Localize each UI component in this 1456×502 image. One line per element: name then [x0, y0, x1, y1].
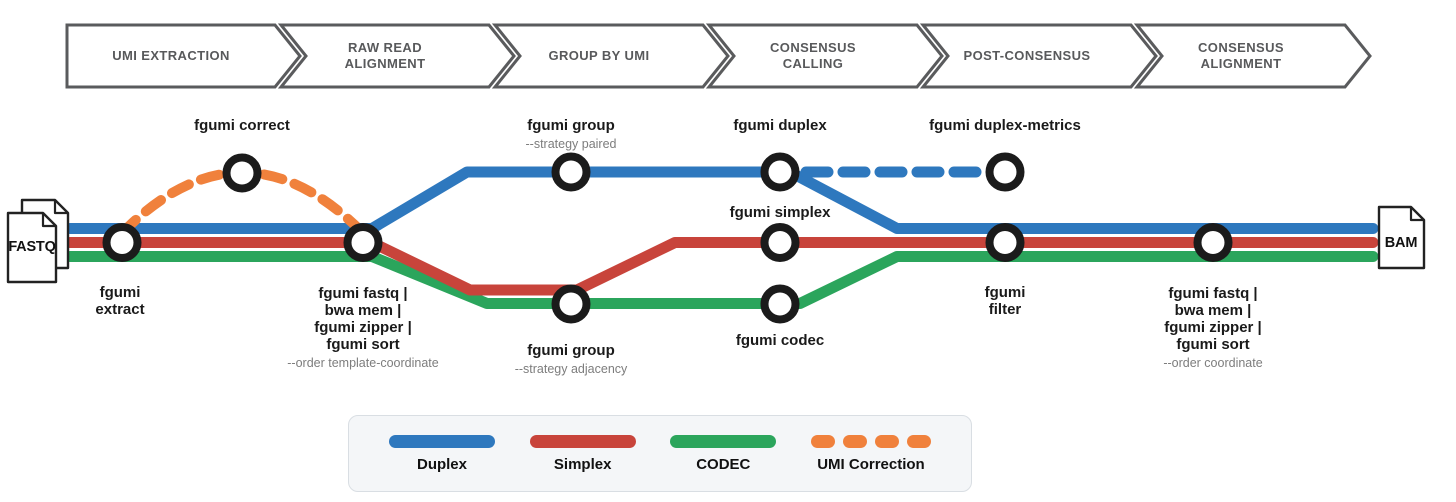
station-fgumi-extract	[102, 223, 142, 262]
station-sublabel: --order template-coordinate	[287, 356, 439, 370]
stations	[102, 152, 1233, 324]
stage-label: POST-CONSENSUS	[963, 48, 1091, 63]
simplex-line-swatch	[529, 434, 636, 448]
station-group-adjacency	[551, 284, 591, 324]
station-fgumi-filter	[985, 223, 1025, 262]
station-label: fgumi duplex-metrics	[929, 117, 1081, 134]
label-fgumi-filter: fgumi filter	[985, 284, 1026, 318]
station-fgumi-duplex-metrics	[985, 152, 1025, 192]
bam-file-icon	[1377, 205, 1426, 270]
station-fgumi-correct	[222, 153, 262, 193]
legend-item-duplex: Duplex	[389, 434, 495, 473]
label-group-adjacency: fgumi group --strategy adjacency	[515, 342, 628, 378]
station-fgumi-simplex	[760, 223, 800, 262]
station-label: fgumi duplex	[733, 117, 827, 134]
stage-raw-read-alignment: RAW READ ALIGNMENT	[281, 25, 489, 87]
umi-correction-dashed-swatch	[810, 434, 931, 448]
stage-arrow-1	[65, 23, 302, 89]
chevron-bar	[65, 23, 1372, 89]
label-consensus-alignment: fgumi fastq | bwa mem | fgumi zipper | f…	[1163, 285, 1262, 372]
station-label: fgumi correct	[194, 117, 290, 134]
duplex-line	[64, 166, 1379, 234]
codec-line-swatch	[670, 434, 777, 448]
stage-consensus-calling: CONSENSUS CALLING	[709, 25, 917, 87]
station-fgumi-duplex	[760, 152, 800, 192]
simplex-line	[64, 237, 1379, 296]
legend-label: CODEC	[696, 455, 751, 473]
legend-label: UMI Correction	[817, 455, 925, 473]
legend-item-umi-correction: UMI Correction	[810, 434, 931, 473]
stage-label: UMI EXTRACTION	[112, 48, 230, 63]
stage-arrow-6	[1133, 23, 1372, 89]
station-label: fgumi fastq | bwa mem | fgumi zipper | f…	[314, 285, 412, 353]
station-raw-read-alignment	[343, 223, 383, 262]
station-label: fgumi group	[527, 342, 615, 359]
station-label: fgumi filter	[984, 284, 1026, 318]
station-label: fgumi fastq | bwa mem | fgumi zipper | f…	[1164, 285, 1262, 353]
stage-arrow-5	[919, 23, 1158, 89]
station-group-paired	[551, 152, 591, 192]
stage-arrow-2	[277, 23, 516, 89]
stage-label: GROUP BY UMI	[548, 48, 650, 63]
station-fgumi-codec	[760, 284, 800, 324]
station-label: fgumi simplex	[729, 204, 831, 221]
legend-item-codec: CODEC	[670, 434, 777, 473]
station-sublabel: --order coordinate	[1163, 356, 1263, 370]
stage-label: RAW READ ALIGNMENT	[344, 40, 426, 71]
legend: Duplex Simplex CODEC UMI Correction	[348, 415, 972, 492]
fastq-label: FASTQ	[8, 239, 56, 255]
bam-label: BAM	[1384, 235, 1418, 251]
label-fgumi-correct: fgumi correct	[194, 117, 290, 134]
label-fgumi-duplex-metrics: fgumi duplex-metrics	[929, 117, 1081, 134]
stage-label: CONSENSUS CALLING	[770, 40, 856, 71]
station-label: fgumi codec	[735, 332, 825, 349]
label-fgumi-simplex: fgumi simplex	[730, 204, 831, 221]
stage-consensus-alignment: CONSENSUS ALIGNMENT	[1137, 25, 1345, 87]
station-sublabel: --strategy adjacency	[514, 362, 628, 376]
label-fgumi-duplex: fgumi duplex	[733, 117, 826, 134]
legend-label: Duplex	[416, 455, 467, 473]
label-fgumi-codec: fgumi codec	[736, 332, 824, 349]
stage-umi-extraction: UMI EXTRACTION	[67, 25, 275, 87]
codec-line	[64, 251, 1379, 309]
stage-arrow-3	[491, 23, 730, 89]
stage-group-by-umi: GROUP BY UMI	[495, 25, 703, 87]
station-consensus-alignment	[1193, 223, 1233, 262]
stage-post-consensus: POST-CONSENSUS	[923, 25, 1131, 87]
station-label: fgumi group	[527, 117, 615, 134]
duplex-line-swatch	[389, 434, 495, 448]
station-label: fgumi extract	[95, 284, 145, 318]
label-raw-read-alignment: fgumi fastq | bwa mem | fgumi zipper | f…	[287, 285, 438, 372]
legend-item-simplex: Simplex	[529, 434, 636, 473]
label-fgumi-extract: fgumi extract	[95, 284, 144, 318]
fastq-file-icon	[6, 198, 70, 284]
label-group-paired: fgumi group --strategy paired	[525, 117, 616, 153]
stage-arrow-4	[705, 23, 944, 89]
station-sublabel: --strategy paired	[525, 137, 617, 151]
stage-label: CONSENSUS ALIGNMENT	[1198, 40, 1284, 71]
legend-label: Simplex	[553, 455, 612, 473]
